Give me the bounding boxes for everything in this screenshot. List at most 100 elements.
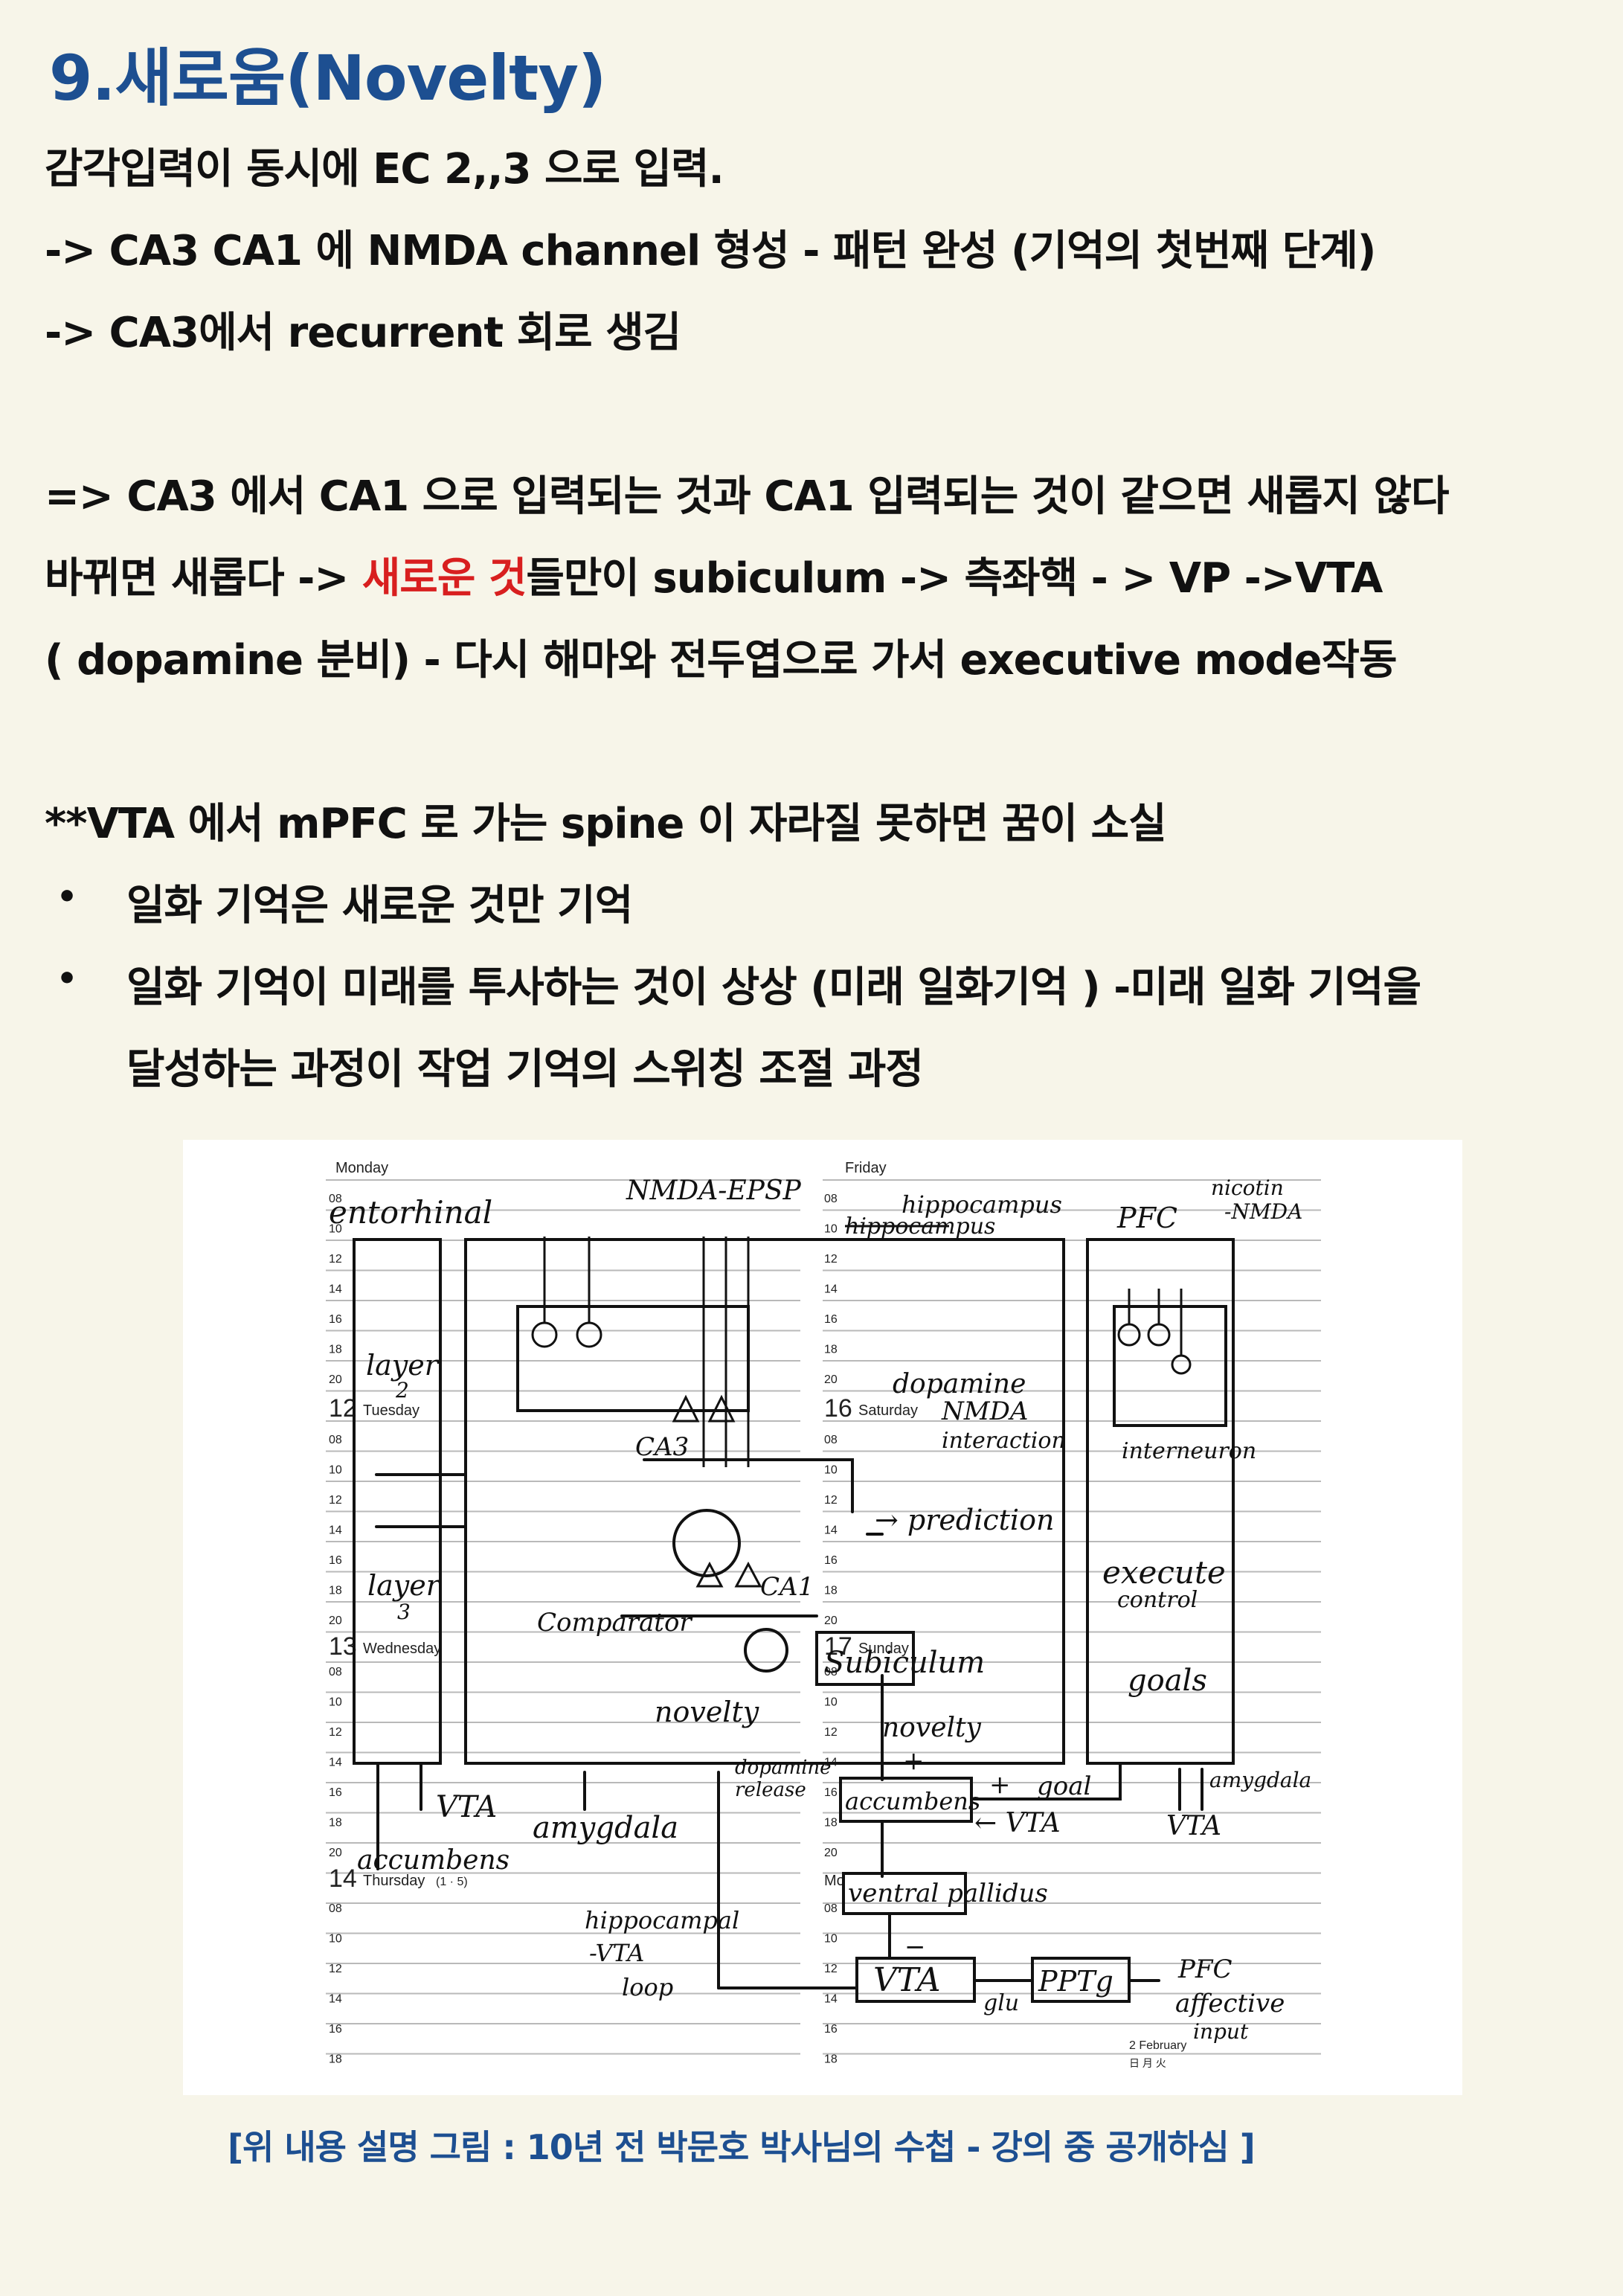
planner-hour-label: 10 bbox=[824, 1696, 838, 1709]
label-subiculum: Subiculum bbox=[824, 1646, 985, 1680]
planner-day-name: Mo bbox=[824, 1873, 845, 1889]
label-layer3-num: 3 bbox=[397, 1600, 411, 1624]
label-dopamine: dopamine bbox=[893, 1369, 1026, 1399]
planner-hour-label: 20 bbox=[329, 1847, 342, 1859]
text-line: 감각입력이 동시에 EC 2,,3 으로 입력. bbox=[45, 145, 724, 193]
planner-hour-label: 12 bbox=[329, 1494, 342, 1507]
planner-day-number: 13 bbox=[329, 1632, 357, 1661]
planner-header-day: Friday bbox=[845, 1160, 887, 1176]
planner-hour-label: 14 bbox=[329, 1524, 342, 1537]
text-line: => CA3 에서 CA1 으로 입력되는 것과 CA1 입력되는 것이 같으면… bbox=[45, 472, 1449, 521]
label-layer2-num: 2 bbox=[395, 1378, 409, 1402]
planner-hour-label: 18 bbox=[329, 2053, 342, 2066]
planner-day-number: 12 bbox=[329, 1394, 357, 1423]
planner-hour-label: 14 bbox=[329, 1993, 342, 2006]
planner-hour-label: 10 bbox=[824, 1223, 838, 1236]
label-goals: goals bbox=[1128, 1664, 1207, 1698]
planner-hour-label: 16 bbox=[329, 1786, 342, 1799]
planner-footer-sub: 日 月 火 bbox=[1129, 2057, 1166, 2069]
text-line: **VTA 에서 mPFC 로 가는 spine 이 자라질 못하면 꿈이 소실 bbox=[45, 800, 1167, 848]
text-line: -> CA3 CA1 에 NMDA channel 형성 - 패턴 완성 (기억… bbox=[45, 227, 1376, 275]
label-execute: execute bbox=[1102, 1554, 1226, 1591]
bullet-icon: • bbox=[57, 878, 78, 916]
planner-hour-label: 12 bbox=[329, 1253, 342, 1266]
planner-hour-label: 18 bbox=[824, 1585, 838, 1597]
planner-hour-label: 18 bbox=[329, 1344, 342, 1356]
planner-day-number: 17 bbox=[824, 1632, 852, 1661]
planner-day-name: Wednesday bbox=[363, 1641, 441, 1657]
planner-hour-label: 18 bbox=[329, 1817, 342, 1830]
planner-hour-label: 14 bbox=[824, 1524, 838, 1537]
diagram-boxes bbox=[353, 1238, 1235, 2003]
label-release: release bbox=[735, 1779, 806, 1801]
planner-day-name: Tuesday bbox=[363, 1402, 420, 1419]
label-nicotin: nicotin bbox=[1211, 1176, 1284, 1200]
label-vta-arrow: ← VTA bbox=[974, 1808, 1061, 1838]
label-dopamine-release: dopamine bbox=[735, 1757, 832, 1779]
planner-day-name: Saturday bbox=[858, 1402, 918, 1419]
label-ca1: CA1 bbox=[760, 1572, 814, 1602]
planner-hour-label: 16 bbox=[824, 2023, 838, 2036]
planner-hour-label: 14 bbox=[824, 1283, 838, 1296]
label-ca3: CA3 bbox=[635, 1432, 689, 1462]
planner-hour-label: 08 bbox=[824, 1434, 838, 1446]
label-nmda-epsp: NMDA-EPSP bbox=[626, 1176, 802, 1206]
planner-note: (1 · 5) bbox=[436, 1876, 468, 1888]
label-accumbens-left: accumbens bbox=[357, 1845, 510, 1876]
label-vta-left: VTA bbox=[436, 1790, 497, 1824]
planner-hour-label: 20 bbox=[824, 1614, 838, 1627]
planner-hour-label: 10 bbox=[329, 1696, 342, 1709]
planner-hour-label: 12 bbox=[329, 1726, 342, 1739]
label-layer2: layer bbox=[366, 1349, 440, 1382]
planner-hour-label: 20 bbox=[824, 1373, 838, 1386]
label-accumbens-box: accumbens bbox=[845, 1787, 980, 1815]
bullet-item: 달성하는 과정이 작업 기억의 스위칭 조절 과정 bbox=[126, 1045, 924, 1094]
planner-hour-label: 20 bbox=[329, 1373, 342, 1386]
label-prediction: → prediction bbox=[875, 1504, 1054, 1536]
text-segment: 들만이 subiculum -> 측좌핵 - > VP ->VTA bbox=[526, 554, 1383, 603]
planner-hour-label: 08 bbox=[824, 1193, 838, 1205]
planner-hour-label: 20 bbox=[329, 1614, 342, 1627]
planner-hour-label: 18 bbox=[824, 1817, 838, 1830]
planner-hour-label: 08 bbox=[329, 1193, 342, 1205]
label-nmda: NMDA bbox=[941, 1396, 1028, 1426]
bullet-icon: • bbox=[57, 960, 78, 998]
planner-hour-label: 12 bbox=[329, 1963, 342, 1975]
label-entorhinal: entorhinal bbox=[329, 1194, 492, 1231]
planner-hour-label: 08 bbox=[329, 1434, 342, 1446]
planner-hour-label: 12 bbox=[824, 1253, 838, 1266]
planner-hour-label: 16 bbox=[824, 1554, 838, 1567]
label-comparator: Comparator bbox=[537, 1608, 692, 1638]
planner-hour-label: 12 bbox=[824, 1963, 838, 1975]
label-interneuron: interneuron bbox=[1122, 1438, 1256, 1464]
label-vta-box: VTA bbox=[873, 1961, 941, 1999]
text-line: 바뀌면 새롭다 -> 새로운 것들만이 subiculum -> 측좌핵 - >… bbox=[45, 545, 1383, 605]
planner-footer: 2 February bbox=[1129, 2039, 1186, 2052]
text-segment: 바뀌면 새롭다 -> bbox=[45, 554, 362, 603]
planner-hour-label: 12 bbox=[824, 1726, 838, 1739]
label-minus: − bbox=[904, 1932, 926, 1962]
label-pptg: PPTg bbox=[1038, 1965, 1113, 1998]
planner-hour-label: 20 bbox=[824, 1847, 838, 1859]
label-input: input bbox=[1193, 2019, 1249, 2044]
planner-hour-label: 10 bbox=[329, 1223, 342, 1236]
planner-day-name: Sunday bbox=[858, 1641, 909, 1657]
planner-hour-label: 10 bbox=[824, 1464, 838, 1477]
planner-hour-label: 16 bbox=[329, 1554, 342, 1567]
bullet-item: 일화 기억이 미래를 투사하는 것이 상상 (미래 일화기억 ) -미래 일화 … bbox=[126, 963, 1421, 1012]
label-plus: + bbox=[989, 1770, 1011, 1800]
label-interaction: interaction bbox=[942, 1428, 1066, 1454]
planner-hour-label: 10 bbox=[824, 1933, 838, 1946]
connection-lines bbox=[375, 1458, 1203, 1989]
planner-hour-label: 10 bbox=[329, 1464, 342, 1477]
label-hippocampus: hippocampus bbox=[902, 1190, 1062, 1219]
planner-hour-label: 18 bbox=[329, 1585, 342, 1597]
text-line: -> CA3에서 recurrent 회로 생김 bbox=[45, 309, 681, 357]
label-hippocampal-vta: -VTA bbox=[589, 1939, 644, 1967]
label-glu: glu bbox=[983, 1990, 1019, 2016]
planner-day-name: Thursday bbox=[363, 1873, 425, 1889]
label-amygdala-left: amygdala bbox=[533, 1811, 678, 1845]
handwritten-diagram: Monday 12 Tuesday 13 Wednesday 14 Thursd… bbox=[183, 1140, 1462, 2095]
label-goal: goal bbox=[1037, 1771, 1091, 1801]
planner-hour-label: 08 bbox=[329, 1666, 342, 1678]
